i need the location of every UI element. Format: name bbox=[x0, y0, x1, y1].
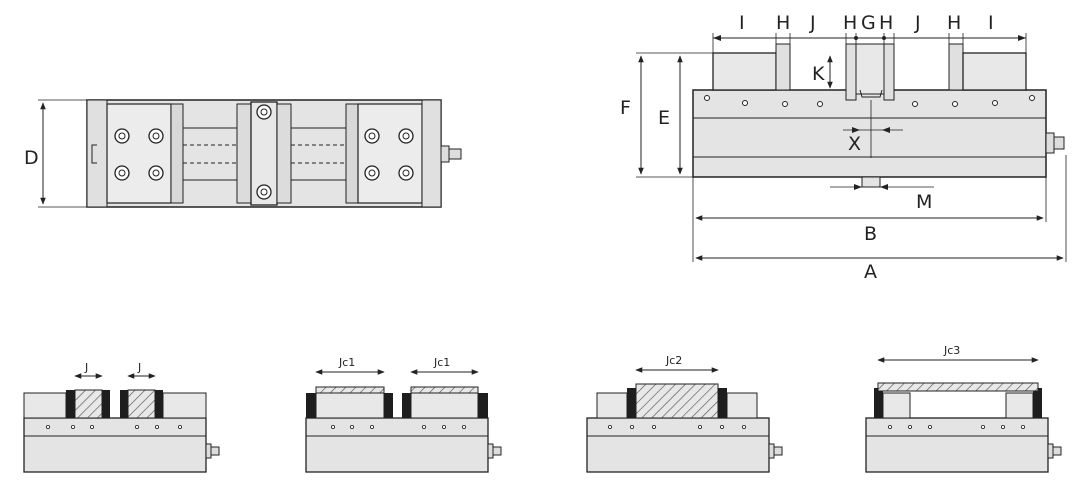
config-3-view: Jc2 bbox=[586, 354, 783, 473]
dim-label-f: F bbox=[620, 97, 631, 119]
dim-label-d: D bbox=[24, 147, 39, 169]
bolt-group-left bbox=[114, 128, 164, 181]
config-2-label-right: Jc1 bbox=[433, 356, 450, 369]
config-4-view: Jc3 bbox=[865, 344, 1062, 473]
dim-label-h3: H bbox=[879, 12, 893, 34]
dim-label-h4: H bbox=[947, 12, 961, 34]
dim-label-i-right: I bbox=[988, 12, 994, 34]
dim-label-e: E bbox=[658, 107, 670, 129]
dim-label-h2: H bbox=[843, 12, 857, 34]
dim-label-x: X bbox=[848, 133, 861, 155]
config-1-view: J J bbox=[23, 361, 220, 473]
front-view: I H J H G H J H I F E K X M bbox=[620, 12, 1067, 283]
dim-label-i-left: I bbox=[739, 12, 745, 34]
dim-label-h1: H bbox=[776, 12, 790, 34]
dim-label-j2: J bbox=[914, 12, 921, 34]
dim-label-a: A bbox=[864, 261, 877, 283]
config-2-label-left: Jc1 bbox=[338, 356, 355, 369]
dim-label-j1: J bbox=[809, 12, 816, 34]
dim-label-k: K bbox=[812, 63, 825, 85]
config-2-view: Jc1 Jc1 bbox=[305, 356, 502, 473]
config-1-label-left: J bbox=[84, 361, 88, 374]
dim-label-g: G bbox=[861, 12, 876, 34]
config-4-label: Jc3 bbox=[943, 344, 960, 357]
config-1-label-right: J bbox=[137, 361, 141, 374]
top-view: D bbox=[24, 99, 462, 208]
dim-label-b: B bbox=[864, 223, 877, 245]
bolt-group-right bbox=[364, 128, 414, 181]
config-3-label: Jc2 bbox=[665, 354, 682, 367]
dim-label-m: M bbox=[916, 191, 932, 213]
